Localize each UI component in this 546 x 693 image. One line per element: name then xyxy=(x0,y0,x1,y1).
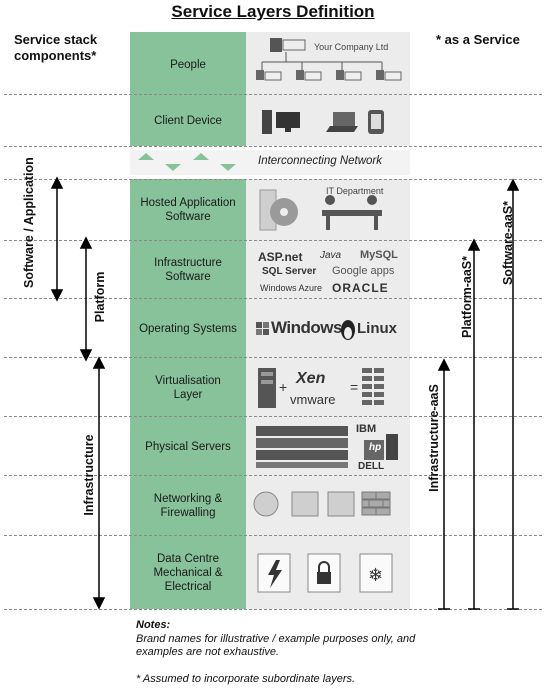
notes-heading: Notes: xyxy=(136,619,171,631)
separator xyxy=(4,535,542,536)
brand-ibm: IBM xyxy=(356,423,377,435)
layer-hosted-application-software: Hosted Application Software xyxy=(140,197,236,223)
brand-sqlserver: SQL Server xyxy=(262,266,317,277)
bracket-platform-aas: Platform-aaS* xyxy=(460,256,474,338)
bracket-software-aas: Software-aaS* xyxy=(501,200,515,286)
brand-hp: hp xyxy=(369,442,382,453)
it-department-label: IT Department xyxy=(326,186,384,196)
brand-linux: Linux xyxy=(357,320,397,337)
brand-googleapps: Google apps xyxy=(332,265,395,277)
layer-virtualisation: Virtualisation Layer xyxy=(155,374,221,401)
green-column-top xyxy=(130,32,246,146)
svg-text:❄: ❄ xyxy=(368,565,383,586)
svg-text:+: + xyxy=(279,379,287,395)
brand-windows: Windows xyxy=(271,318,342,337)
brand-windows-azure: Windows Azure xyxy=(260,283,323,293)
brand-xen: Xen xyxy=(296,370,326,387)
svg-text:=: = xyxy=(350,379,358,395)
layer-data-centre: Data Centre Mechanical & Electrical xyxy=(153,553,223,593)
layer-people: People xyxy=(170,59,206,71)
notes-line2: * Assumed to incorporate subordinate lay… xyxy=(136,672,356,685)
brand-vmware: vmware xyxy=(290,392,336,407)
page-title: Service Layers Definition xyxy=(171,2,375,21)
layer-client-device: Client Device xyxy=(154,115,222,127)
brand-mysql: MySQL xyxy=(360,249,398,261)
left-heading: Service stack components* xyxy=(14,32,98,63)
layer-physical-servers: Physical Servers xyxy=(145,440,231,453)
brand-aspnet: ASP.net xyxy=(258,250,303,264)
company-label: Your Company Ltd xyxy=(314,42,389,52)
separator xyxy=(4,416,542,417)
separator xyxy=(4,609,542,610)
right-heading: * as a Service xyxy=(436,32,520,47)
layer-operating-systems: Operating Systems xyxy=(139,322,237,335)
separator xyxy=(4,475,542,476)
separator xyxy=(4,94,542,95)
separator xyxy=(4,357,542,358)
brand-dell: DELL xyxy=(358,461,385,472)
layer-networking-firewalling: Networking & Firewalling xyxy=(153,493,223,519)
interconnect-band xyxy=(130,150,410,175)
layer-infrastructure-software: Infrastructure Software xyxy=(154,257,222,283)
separator xyxy=(4,179,542,180)
interconnect-label: Interconnecting Network xyxy=(258,155,383,167)
separator xyxy=(4,298,542,299)
brand-oracle: ORACLE xyxy=(332,281,389,295)
bracket-infrastructure-aas: Infrastructure-aaS xyxy=(427,384,441,492)
green-column-bottom xyxy=(130,179,246,609)
notes: Notes: Brand names for illustrative / ex… xyxy=(136,619,456,686)
separator xyxy=(4,240,542,241)
notes-line1: Brand names for illustrative / example p… xyxy=(136,632,416,659)
brand-java: Java xyxy=(320,250,342,261)
separator xyxy=(4,146,542,147)
